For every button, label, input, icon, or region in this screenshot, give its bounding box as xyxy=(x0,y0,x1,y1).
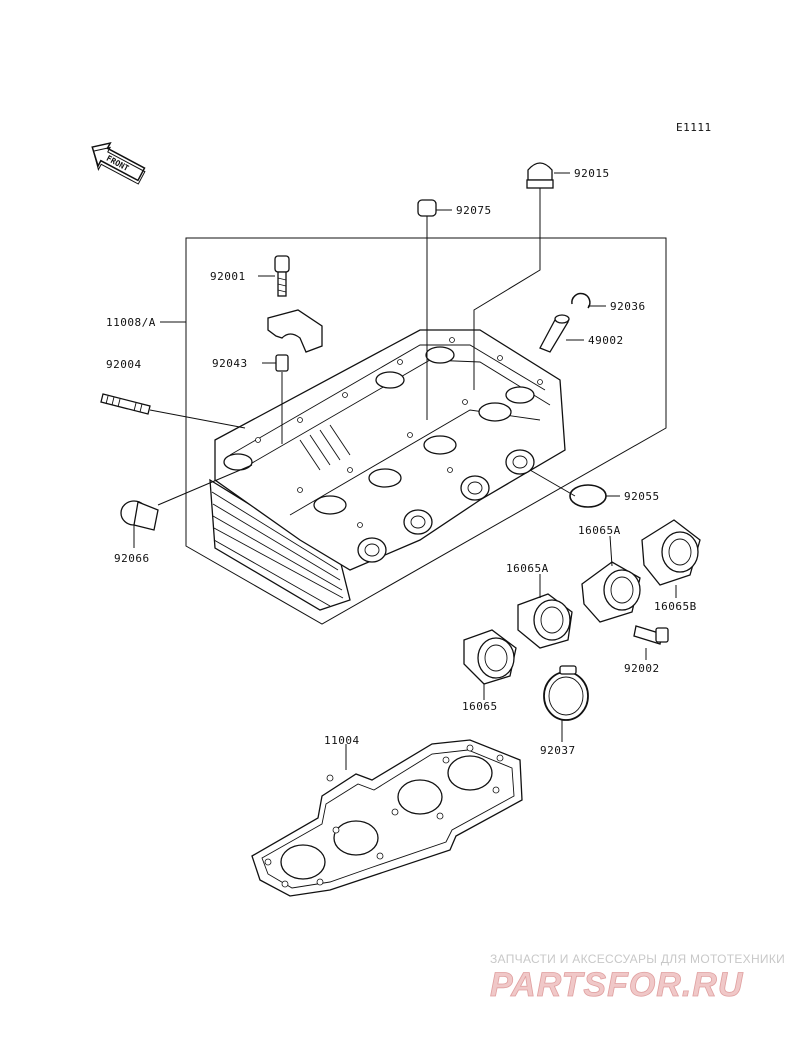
cam-cap-part xyxy=(267,309,323,353)
label-92066: 92066 xyxy=(114,552,150,565)
plug-part xyxy=(417,199,437,217)
label-16065a-right: 16065A xyxy=(578,524,621,537)
front-arrow-icon: FRONT xyxy=(91,141,146,185)
label-92037: 92037 xyxy=(540,744,576,757)
label-92004: 92004 xyxy=(106,358,142,371)
cylinder-head-part xyxy=(209,329,566,611)
carb-holder-a-mid-part xyxy=(517,593,573,649)
circlip-part xyxy=(571,292,591,309)
carb-holder-a-right-part xyxy=(581,561,641,623)
label-49002: 49002 xyxy=(588,334,624,347)
assembly-boundary xyxy=(185,237,667,625)
guide-part xyxy=(539,314,570,353)
label-92001: 92001 xyxy=(210,270,246,283)
carb-holder-b-part xyxy=(641,519,701,586)
plug-cap-part xyxy=(120,500,159,531)
label-92015: 92015 xyxy=(574,167,610,180)
label-92002: 92002 xyxy=(624,662,660,675)
hose-clamp-part xyxy=(543,665,589,721)
label-92036: 92036 xyxy=(610,300,646,313)
label-16065a-mid: 16065A xyxy=(506,562,549,575)
label-16065b: 16065B xyxy=(654,600,697,613)
label-11008a: 11008/A xyxy=(106,316,156,329)
holder-bolt-part xyxy=(633,625,669,645)
diagram-code: E1111 xyxy=(676,121,712,134)
watermark-caption: ЗАПЧАСТИ И АКСЕССУАРЫ ДЛЯ МОТОТЕХНИКИ xyxy=(490,952,785,966)
carb-holder-part xyxy=(463,629,517,685)
dowel-pin-part xyxy=(275,354,289,372)
label-16065: 16065 xyxy=(462,700,498,713)
cap-nut-part xyxy=(526,162,554,189)
head-gasket-part xyxy=(251,739,523,897)
bolt-part xyxy=(274,255,290,297)
label-11004: 11004 xyxy=(324,734,360,747)
label-92075: 92075 xyxy=(456,204,492,217)
watermark-brand: PARTSFOR.RU xyxy=(490,966,744,1004)
leader-lines xyxy=(133,172,677,770)
label-92043: 92043 xyxy=(212,357,248,370)
label-92055: 92055 xyxy=(624,490,660,503)
stud-bolt-part xyxy=(100,393,151,415)
o-ring-part xyxy=(569,484,607,508)
